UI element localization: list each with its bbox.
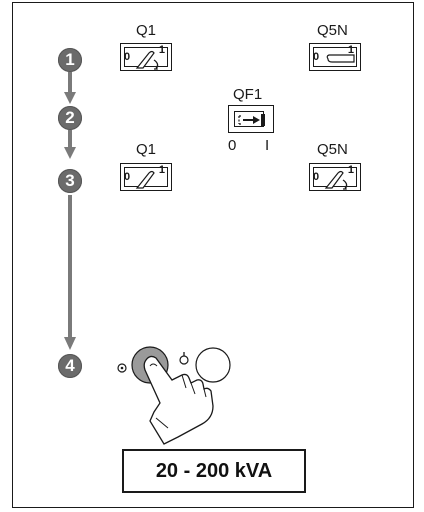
qf1-off-label: 0 xyxy=(228,137,237,154)
step-3-badge: 3 xyxy=(58,169,82,193)
power-rating-box: 20 - 200 kVA xyxy=(122,449,306,493)
diagram-frame xyxy=(12,2,414,508)
qf1-on-label: I xyxy=(265,137,270,154)
q5n-bottom-label: Q5N xyxy=(317,141,348,158)
on-indicator-icon xyxy=(117,363,127,373)
q5n-top-switch[interactable]: 0 1 xyxy=(309,43,361,71)
turn-hand-icon xyxy=(135,50,159,70)
qf1-label: QF1 xyxy=(233,86,263,103)
qf1-breaker[interactable] xyxy=(228,105,274,133)
turn-hand-icon xyxy=(324,170,348,190)
q5n-top-label: Q5N xyxy=(317,22,348,39)
step-2-badge: 2 xyxy=(58,106,82,130)
step-1-badge: 1 xyxy=(58,48,82,72)
off-push-button[interactable] xyxy=(195,347,231,383)
q1-bottom-label: Q1 xyxy=(136,141,157,158)
handle-vertical-icon xyxy=(135,170,155,189)
off-indicator-icon xyxy=(179,355,189,365)
q1-top-label: Q1 xyxy=(136,22,157,39)
handle-horizontal-icon xyxy=(326,54,355,63)
q5n-bottom-switch[interactable]: 0 1 xyxy=(309,163,361,191)
breaker-arrow-icon xyxy=(238,114,265,126)
q1-top-switch[interactable]: 0 1 xyxy=(120,43,172,71)
step-4-badge: 4 xyxy=(58,354,82,378)
power-rating-label: 20 - 200 kVA xyxy=(155,459,273,482)
q1-bottom-switch[interactable]: 0 1 xyxy=(120,163,172,191)
